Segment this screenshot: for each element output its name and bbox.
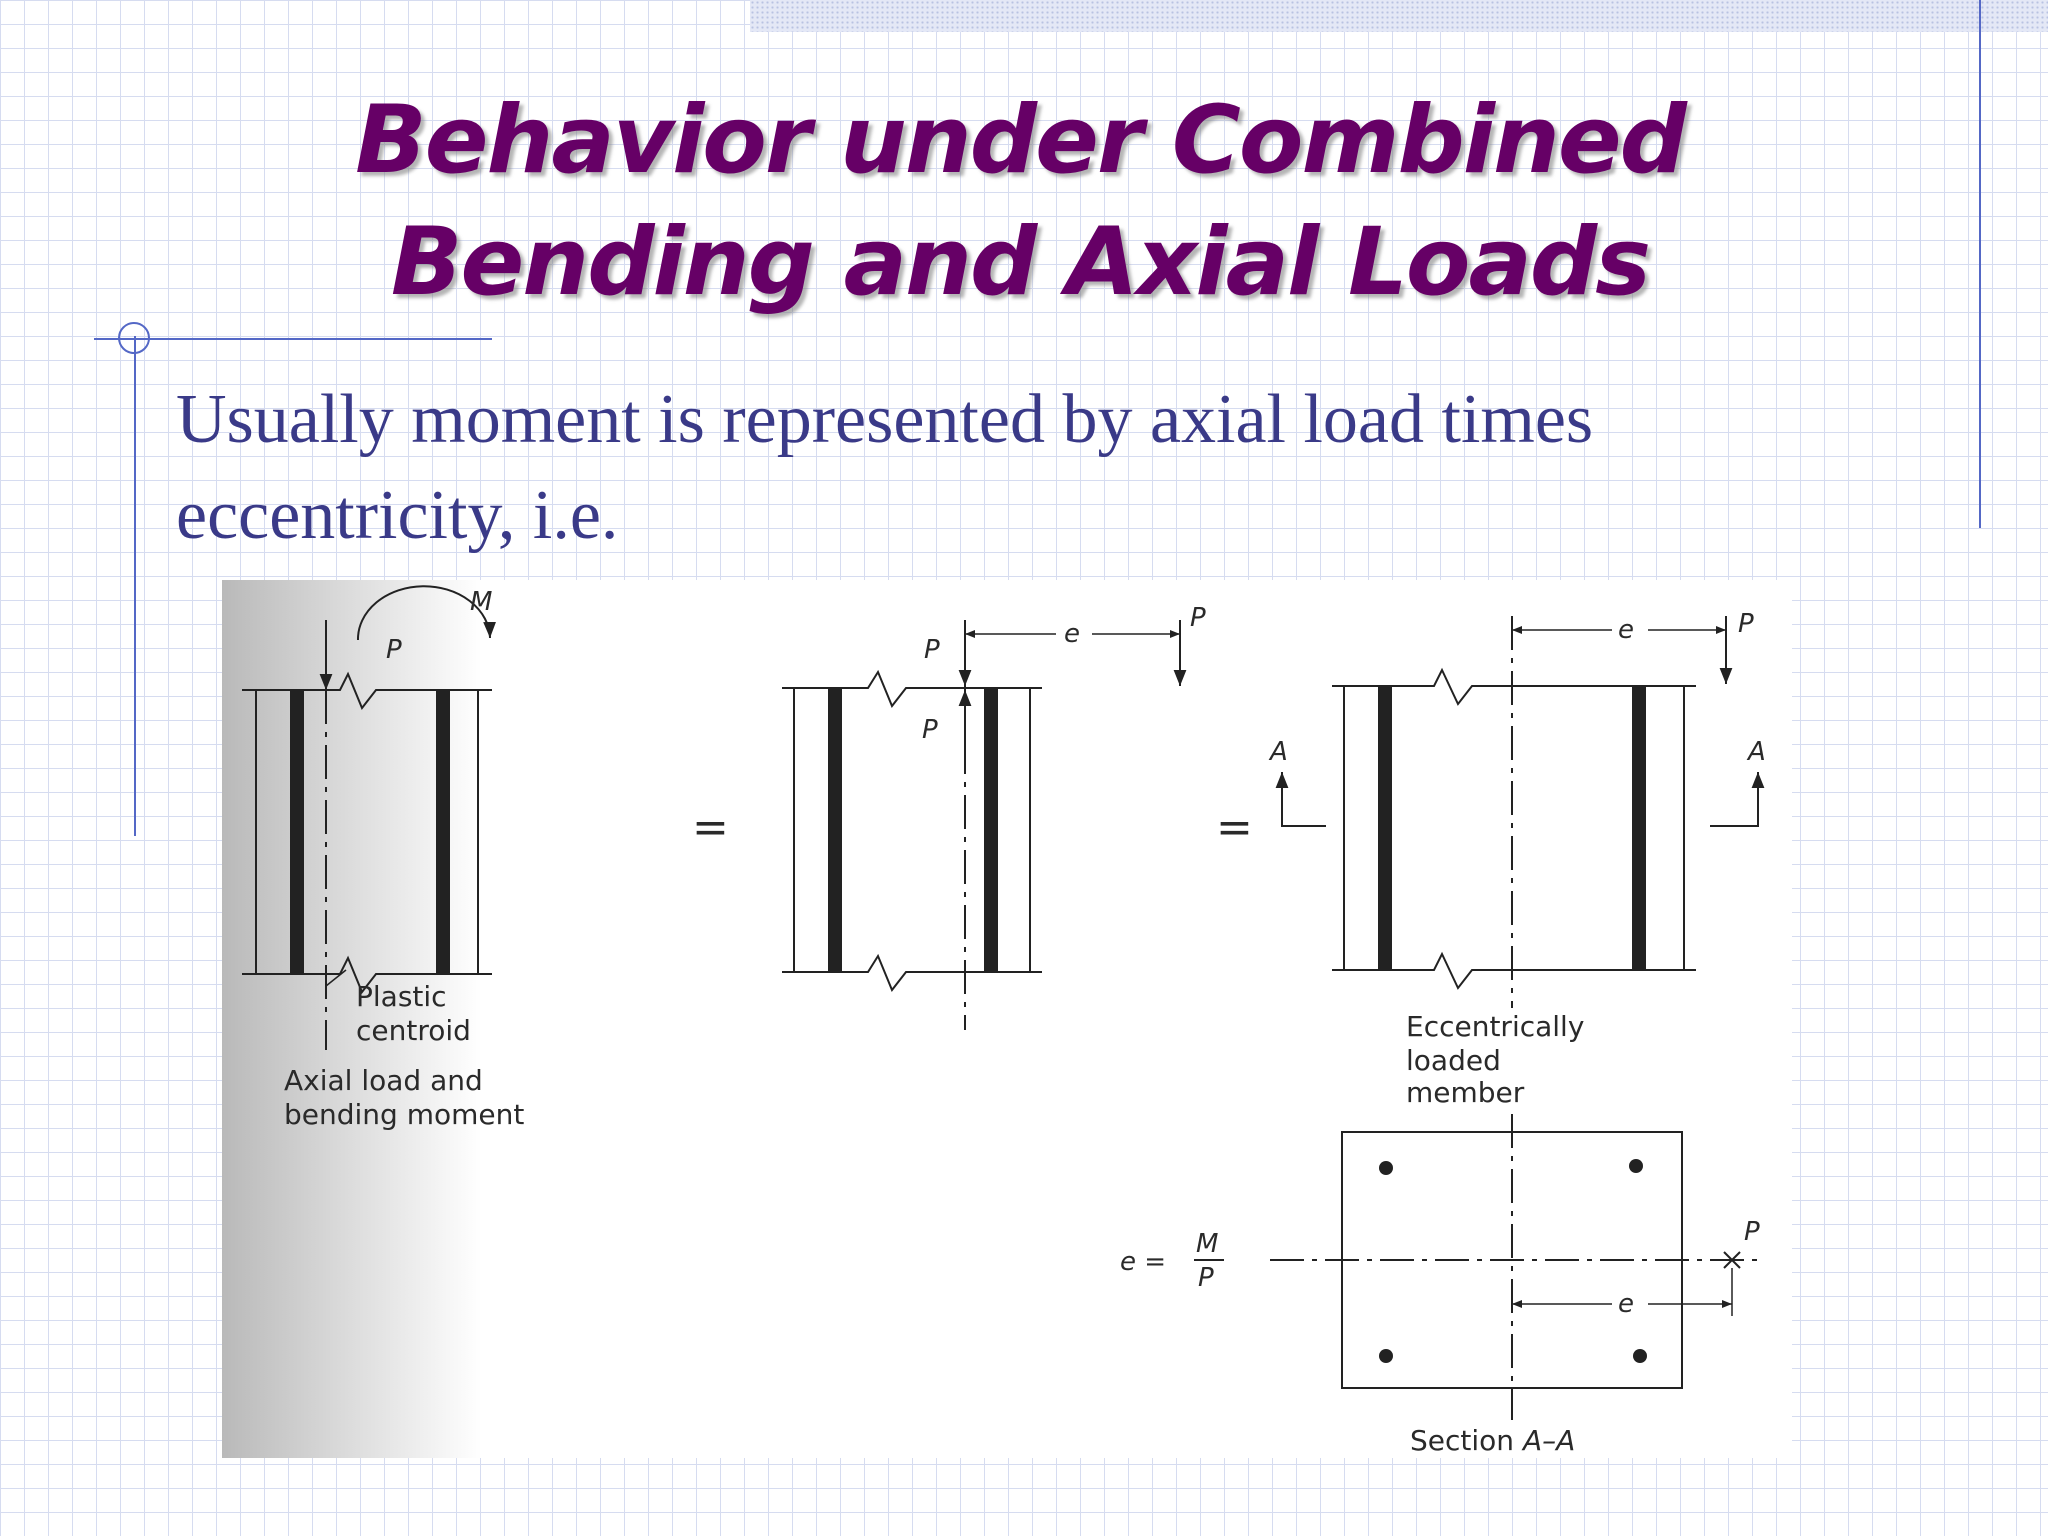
eccentricity-label: e: [1618, 615, 1634, 645]
panel-3-labels: e P A A Eccentrically loaded member: [1268, 609, 1766, 1109]
reinforcing-bar: [1632, 686, 1646, 970]
top-decorative-band: [750, 0, 2048, 32]
section-a-a: [1194, 1114, 1762, 1420]
panel-2-labels: e P P P: [922, 603, 1206, 745]
reinforcing-bar-dot: [1629, 1159, 1643, 1173]
slide-title: Behavior under Combined Bending and Axia…: [150, 80, 1890, 324]
centroid-leader-line: [325, 969, 347, 987]
section-cut-marker: [1275, 772, 1326, 827]
load-label: P: [1738, 609, 1754, 639]
section-mark-label: A: [1746, 737, 1766, 767]
moment-label: M: [470, 587, 492, 617]
load-label: P: [924, 635, 940, 665]
formula-lhs: e =: [1120, 1247, 1166, 1277]
load-label: P: [1744, 1217, 1760, 1247]
right-accent-rule: [1979, 0, 1981, 528]
eccentricity-label: e: [1064, 619, 1080, 649]
panel-1-caption: bending moment: [284, 1098, 524, 1131]
reinforcing-bar: [1378, 686, 1392, 970]
panel-3-caption: loaded: [1406, 1044, 1501, 1077]
panel-3-column: [1275, 616, 1765, 1008]
title-line-1: Behavior under Combined: [355, 86, 1687, 195]
reinforcing-bar-dot: [1379, 1161, 1393, 1175]
body-line-1: Usually moment is represented by axial l…: [176, 381, 1594, 458]
column-bottom-break-line: [242, 955, 492, 994]
body-line-2: eccentricity, i.e.: [176, 477, 619, 554]
section-title-prefix: Section: [1410, 1424, 1523, 1457]
title-line-2: Bending and Axial Loads: [390, 208, 1651, 317]
column-top-break-line: [242, 671, 492, 710]
equals-sign: =: [1216, 802, 1253, 853]
formula-numerator: M: [1196, 1229, 1218, 1259]
reinforcing-bar: [984, 688, 998, 972]
panel-1-column: [242, 585, 496, 1050]
plastic-centroid-label: centroid: [356, 1014, 471, 1047]
panel-3-caption: Eccentrically: [1406, 1010, 1584, 1043]
panel-2-column: [782, 620, 1187, 1030]
section-title-name: A–A: [1521, 1424, 1575, 1457]
section-labels: e P e = M P Section A–A: [1120, 1217, 1760, 1457]
reinforcing-bar: [436, 690, 450, 974]
reinforcing-bar: [290, 690, 304, 974]
combined-loading-diagram: M P Plastic centroid Axial load and bend…: [242, 585, 1766, 1457]
panel-1-caption: Axial load and: [284, 1064, 483, 1097]
load-label: P: [1190, 603, 1206, 633]
load-label: P: [922, 715, 938, 745]
crosshair-ornament-icon: [118, 322, 150, 354]
body-text: Usually moment is represented by axial l…: [176, 372, 1816, 564]
plastic-centroid-label: Plastic: [356, 980, 447, 1013]
load-point-mark: [1723, 1251, 1741, 1269]
section-title: Section A–A: [1410, 1424, 1575, 1457]
section-cut-marker: [1710, 772, 1765, 827]
formula-denominator: P: [1198, 1263, 1214, 1293]
reinforcing-bar-dot: [1633, 1349, 1647, 1363]
section-mark-label: A: [1268, 737, 1288, 767]
panel-3-caption: member: [1406, 1076, 1525, 1109]
left-accent-rule: [134, 336, 136, 836]
panel-1-labels: M P Plastic centroid Axial load and bend…: [284, 587, 524, 1131]
eccentricity-label: e: [1618, 1289, 1634, 1319]
title-underline-rule: [94, 338, 492, 340]
equals-sign: =: [692, 802, 729, 853]
moment-arrow: [356, 585, 496, 641]
reinforcing-bar: [828, 688, 842, 972]
load-label: P: [386, 635, 402, 665]
figure-panel: M P Plastic centroid Axial load and bend…: [222, 580, 1792, 1458]
reinforcing-bar-dot: [1379, 1349, 1393, 1363]
